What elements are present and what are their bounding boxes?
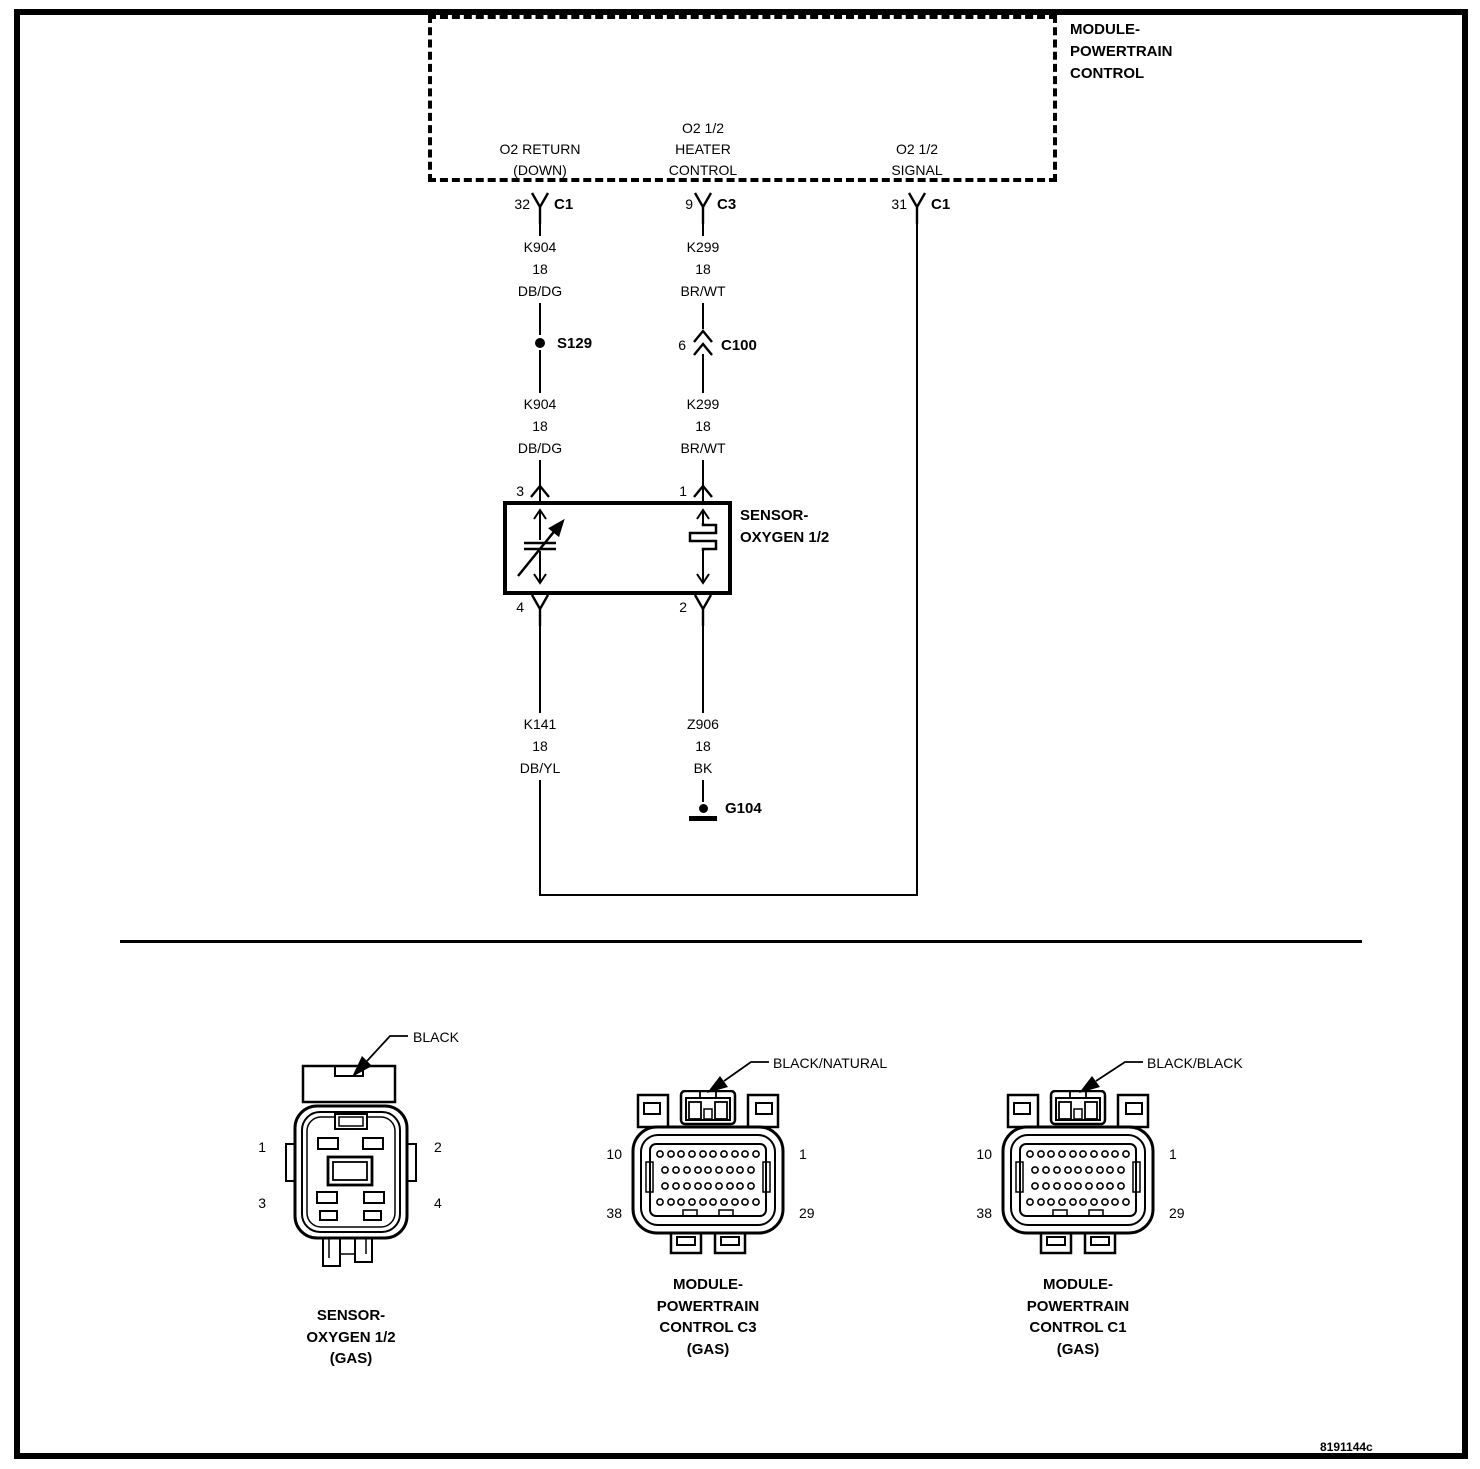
ground-bar-icon [689,816,717,821]
module-pin-number: 31 [891,196,907,212]
oxygen-sensor-internals-icon [517,508,718,585]
inline-connector-pin: 6 [678,337,686,353]
module-pin-connector: C3 [717,196,737,213]
connector-pin-number: 1 [258,1139,266,1155]
connector-pin-number: 29 [799,1205,815,1221]
inline-connector-chevron-icon [691,342,715,356]
wire-label: Z906 18 BK [687,716,719,776]
pin-function-o2-return: O2 RETURN (DOWN) [499,141,581,178]
section-divider [120,940,1362,943]
heater-wire [702,460,704,503]
connector-fork-icon [905,190,929,224]
pin-function-heater-control: O2 1/2 HEATER CONTROL [668,120,738,178]
ground-wire [702,624,704,713]
connector-pin-number: 29 [1169,1205,1185,1221]
sensor-pin-number: 2 [679,599,687,615]
oxygen-sensor-connector-icon [276,1060,426,1275]
o2-return-wire [539,460,541,503]
module-pin-number: 32 [514,196,530,212]
connector-caption: MODULE- POWERTRAIN CONTROL C1 (GAS) [1026,1276,1130,1358]
connector-pin-number: 10 [606,1146,622,1162]
page-border [14,9,1468,1459]
module-name: MODULE- POWERTRAIN CONTROL [1070,21,1173,82]
splice-label: S129 [557,335,593,352]
sensor-pin-number: 1 [679,483,687,499]
wire-label: K141 18 DB/YL [519,716,561,776]
module-pin-connector: C1 [554,196,574,213]
sensor-return-wire [539,780,541,896]
connector-pin-number: 1 [1169,1146,1177,1162]
o2-signal-wire [916,222,918,896]
connector-fork-icon [691,190,715,224]
connector-pin-number: 10 [976,1146,992,1162]
heater-wire [702,354,704,393]
connector-pin-number: 2 [434,1139,442,1155]
module-pin-connector: C1 [931,196,951,213]
connector-caption: SENSOR- OXYGEN 1/2 (GAS) [306,1307,396,1367]
o2-return-wire [539,350,541,393]
heater-wire [702,303,704,329]
heater-wire [702,222,704,236]
inline-connector-chevron-icon [691,329,715,343]
inline-connector-label: C100 [721,337,757,354]
pcm-connector-c3-icon [623,1090,793,1260]
pin-chevron-icon [528,484,552,498]
sensor-return-wire [539,624,541,713]
connector-pin-number: 4 [434,1195,442,1211]
pin-chevron-icon [691,484,715,498]
diagram-id: 8191144c [1320,1440,1373,1454]
connector-color-label: BLACK/BLACK [1147,1055,1243,1071]
connector-fork-icon [528,190,552,224]
powertrain-control-module-box [428,15,1057,182]
pcm-connector-c1-icon [993,1090,1163,1260]
connector-fork-icon [528,592,552,626]
wire-label: K299 18 BR/WT [680,239,726,299]
ground-wire [702,780,704,802]
connector-pin-number: 3 [258,1195,266,1211]
connector-color-label: BLACK/NATURAL [773,1055,888,1071]
ground-dot-icon [699,804,708,813]
connector-pin-number: 38 [606,1205,622,1221]
sensor-name: SENSOR- OXYGEN 1/2 [740,507,830,546]
o2-signal-wire [539,894,918,896]
o2-return-wire [539,222,541,236]
wire-label: K904 18 DB/DG [517,239,563,299]
connector-fork-icon [691,592,715,626]
module-pin-number: 9 [685,196,693,212]
connector-color-label: BLACK [413,1029,459,1045]
ground-label: G104 [725,800,762,817]
pin-function-o2-signal: O2 1/2 SIGNAL [891,141,943,178]
sensor-pin-number: 3 [516,483,524,499]
wire-label: K904 18 DB/DG [517,396,563,456]
o2-return-wire [539,303,541,335]
connector-pin-number: 1 [799,1146,807,1162]
splice-dot-icon [535,338,545,348]
sensor-pin-number: 4 [516,599,524,615]
connector-pin-number: 38 [976,1205,992,1221]
wire-label: K299 18 BR/WT [680,396,726,456]
connector-caption: MODULE- POWERTRAIN CONTROL C3 (GAS) [656,1276,760,1358]
